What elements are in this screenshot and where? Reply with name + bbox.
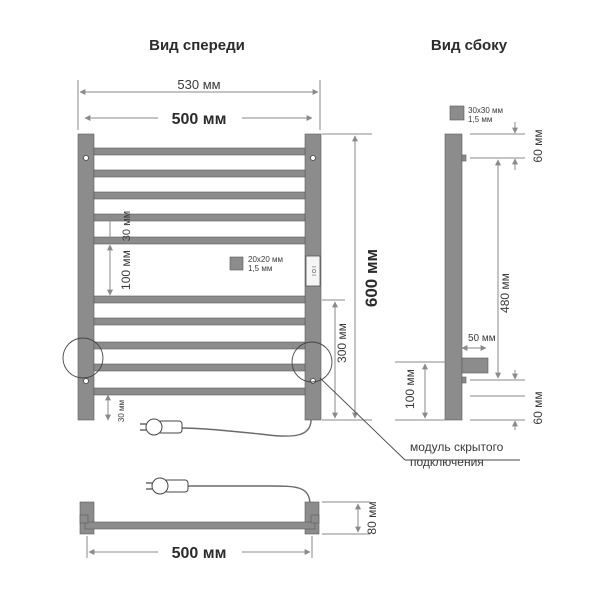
- front-view-title: Вид спереди: [149, 37, 245, 54]
- side-view-title: Вид сбоку: [431, 37, 508, 54]
- center-width-label: 500 мм: [172, 111, 227, 128]
- side-bottom-offset-label: 60 мм: [531, 391, 545, 424]
- switch-label: I O I: [312, 266, 318, 275]
- rung: [93, 191, 306, 200]
- bottom-offset-label: 30 мм: [117, 400, 126, 422]
- left-upright: [77, 133, 95, 421]
- callout-line-2: подключения: [410, 455, 484, 469]
- gap-large-label: 100 мм: [119, 250, 133, 290]
- rung: [93, 169, 306, 178]
- wall-mount-tab: [461, 154, 467, 162]
- bottom-rail: [84, 521, 316, 530]
- power-cable: [179, 419, 312, 437]
- mount-hole: [310, 378, 316, 384]
- front-view: 530 мм 500 мм I O I 20: [62, 77, 382, 437]
- rungs: [93, 147, 306, 396]
- label-backdrop: [158, 108, 242, 128]
- side-upright: [444, 133, 463, 421]
- rung: [93, 213, 306, 222]
- rung: [93, 236, 306, 245]
- profile-swatch: [229, 256, 244, 271]
- rung: [93, 317, 306, 326]
- side-profile-size-label: 30x30 мм: [468, 106, 503, 115]
- mount-hole: [83, 155, 89, 161]
- detail-circle: [62, 337, 104, 379]
- wall-mount-tab: [461, 376, 467, 384]
- bottom-power-plug-icon: [146, 477, 189, 495]
- profile-size-label: 20x20 мм: [248, 255, 283, 264]
- gap-small-label: 30 мм: [121, 211, 133, 241]
- callout: модуль скрытого подключения: [319, 377, 520, 469]
- height-label: 600 мм: [362, 249, 381, 307]
- label-backdrop: [158, 542, 242, 562]
- bottom-view: 500 мм 80 мм: [79, 477, 379, 562]
- side-view: 30x30 мм 1,5 мм 60 мм 480 мм 50 мм 100 м…: [395, 105, 545, 430]
- callout-line-1: модуль скрытого: [410, 440, 504, 454]
- bottom-center-label: 300 мм: [335, 323, 349, 363]
- rung: [93, 147, 306, 156]
- bottom-depth-label: 80 мм: [365, 501, 379, 534]
- callout-leader: [319, 377, 406, 461]
- power-plug-icon: [140, 418, 183, 436]
- switch-module: [305, 255, 321, 287]
- mount-span-label: 480 мм: [498, 273, 512, 313]
- rung: [93, 363, 306, 372]
- mount-hole: [310, 155, 316, 161]
- side-profile-thickness-label: 1,5 мм: [468, 115, 492, 124]
- rung: [93, 295, 306, 304]
- bottom-cap: [79, 514, 89, 524]
- bottom-power-cable: [186, 485, 311, 506]
- detail-circle: [291, 341, 333, 383]
- bottom-cap: [310, 514, 320, 524]
- rung: [93, 341, 306, 350]
- side-bracket: [461, 357, 489, 374]
- depth-label: 50 мм: [468, 333, 496, 344]
- bottom-height-label: 100 мм: [403, 369, 417, 409]
- side-profile-swatch: [449, 105, 465, 121]
- overall-width-label: 530 мм: [177, 77, 220, 92]
- mount-hole: [83, 378, 89, 384]
- rung: [93, 387, 306, 396]
- top-offset-label: 60 мм: [531, 129, 545, 162]
- label-backdrop: [360, 232, 382, 324]
- profile-thickness-label: 1,5 мм: [248, 264, 272, 273]
- bottom-width-label: 500 мм: [172, 545, 227, 562]
